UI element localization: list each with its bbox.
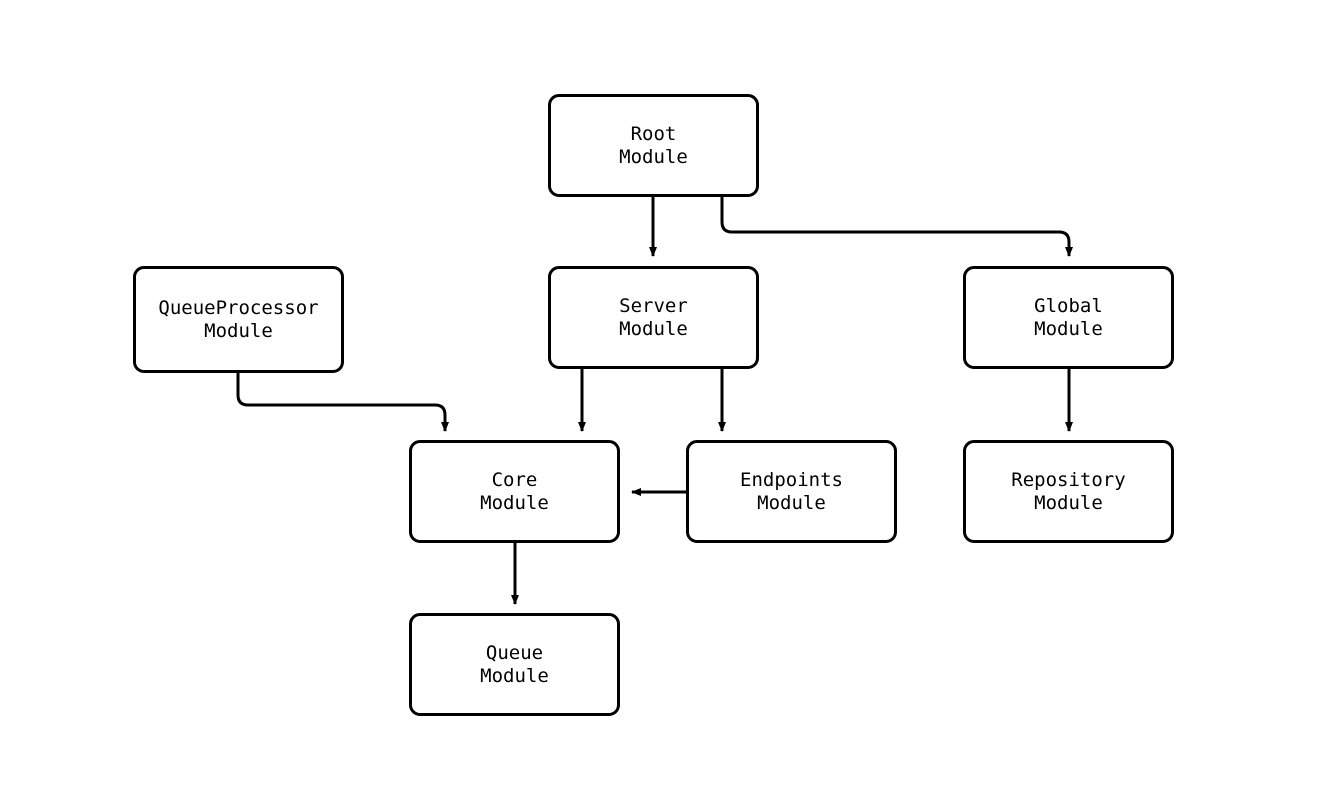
node-repository-module-label: Repository Module: [1011, 468, 1126, 514]
node-queueprocessor-module[interactable]: QueueProcessor Module: [133, 266, 344, 373]
node-queue-module-label: Queue Module: [480, 641, 549, 687]
node-global-module[interactable]: Global Module: [963, 266, 1174, 369]
node-server-module[interactable]: Server Module: [548, 266, 759, 369]
node-core-module-label: Core Module: [480, 468, 549, 514]
node-endpoints-module[interactable]: Endpoints Module: [686, 440, 897, 543]
node-queueprocessor-module-label: QueueProcessor Module: [158, 296, 319, 342]
node-server-module-label: Server Module: [619, 294, 688, 340]
node-root-module-label: Root Module: [619, 122, 688, 168]
edge-root-to-global: [720, 197, 1073, 257]
node-queue-module[interactable]: Queue Module: [409, 613, 620, 716]
edge-queueprocessor-to-core: [236, 373, 449, 432]
node-core-module[interactable]: Core Module: [409, 440, 620, 543]
node-endpoints-module-label: Endpoints Module: [740, 468, 843, 514]
node-repository-module[interactable]: Repository Module: [963, 440, 1174, 543]
node-global-module-label: Global Module: [1034, 294, 1103, 340]
node-root-module[interactable]: Root Module: [548, 94, 759, 197]
